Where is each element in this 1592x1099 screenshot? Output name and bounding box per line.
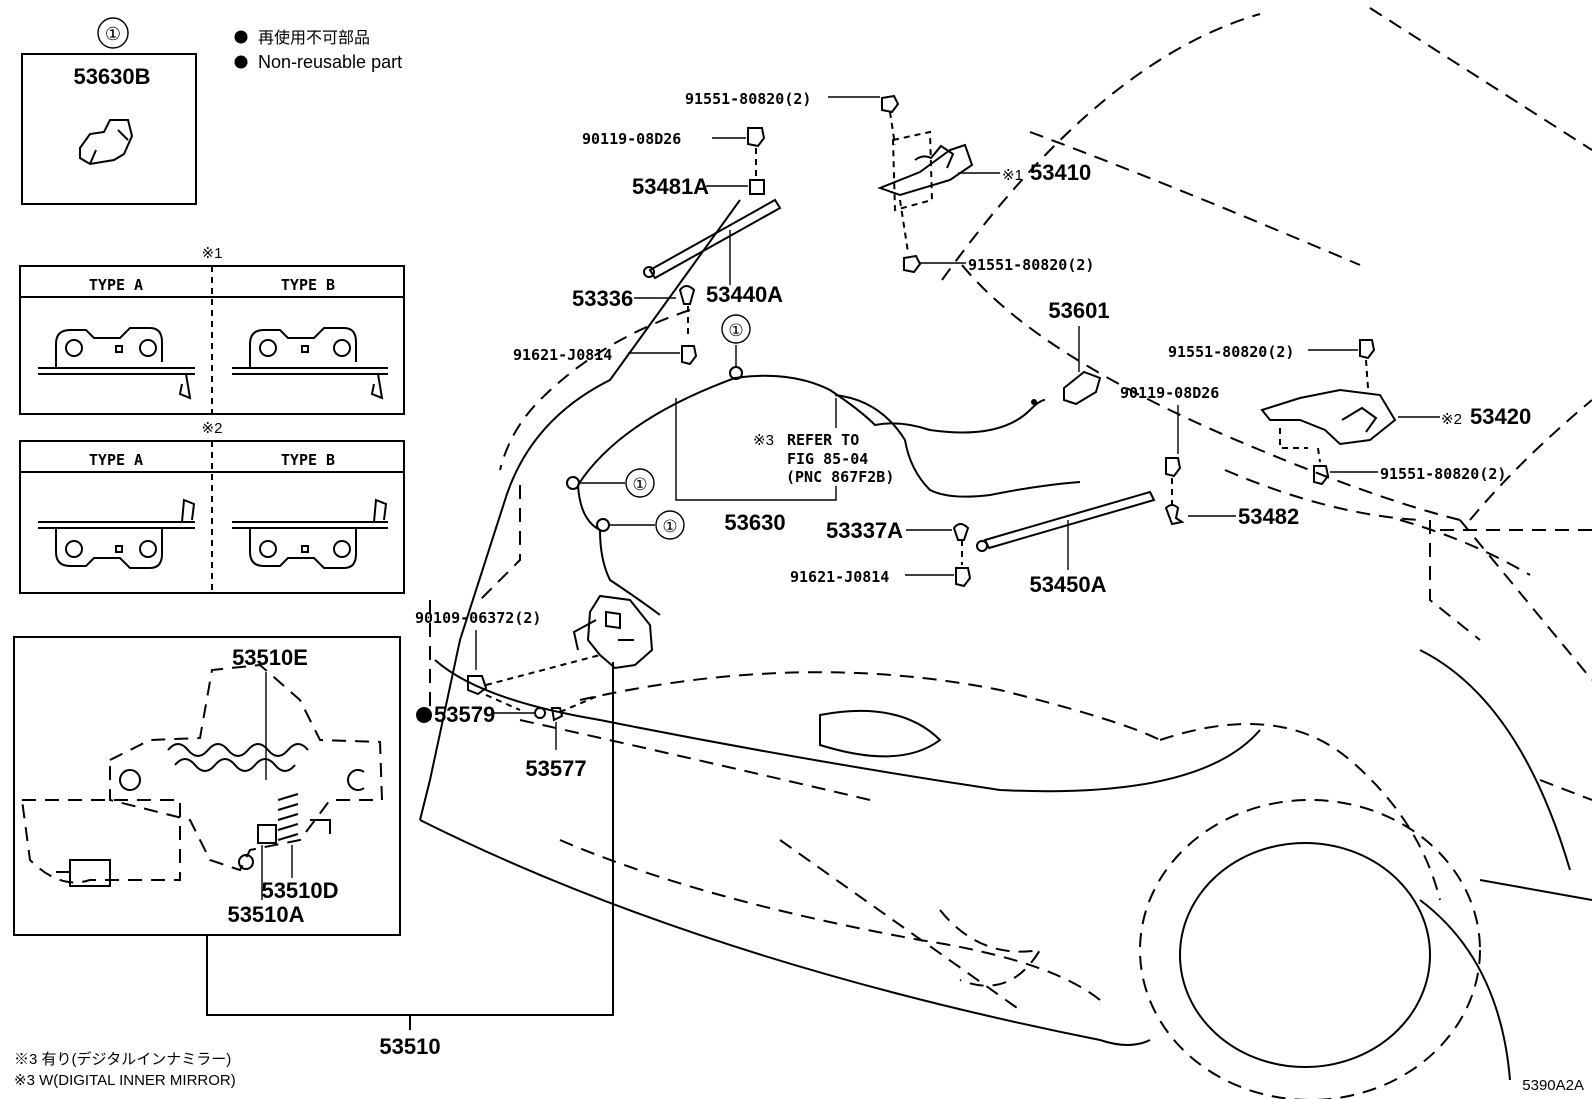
part-label-53577: 53577 [525, 756, 586, 781]
part-label-53440A: 53440A [706, 282, 783, 307]
clip-drawing [79, 119, 134, 166]
part-label-91551-80820-right-lower: 91551-80820(2) [1380, 465, 1506, 483]
part-label-53510A: 53510A [227, 902, 304, 927]
note2-type-a-label: TYPE A [89, 451, 143, 469]
footnotes: ※3 有り(デジタルインナミラー) ※3 W(DIGITAL INNER MIR… [14, 1050, 1584, 1094]
part-label-53510D: 53510D [261, 878, 338, 903]
part-label-53450A: 53450A [1029, 572, 1106, 597]
hinge-type-a-drawing [38, 327, 195, 400]
bolt-icon [747, 127, 766, 148]
right-hinge: 91551-80820(2) ※2 53420 91551-80820(2) [1168, 339, 1531, 486]
legend-non-reusable-ja: 再使用不可部品 [258, 29, 370, 47]
release-cable: ① ① ① 53630 ※3 REFER TO FIG 85-04 (PNC 8… [566, 314, 1081, 616]
bolt-icon [1165, 457, 1182, 478]
refer-line-1: REFER TO [787, 431, 859, 449]
ref-circle-symbol: ① [728, 321, 743, 340]
non-reusable-bullet-icon [234, 30, 248, 44]
part-label-53337A: 53337A [826, 518, 903, 543]
part-label-53481A: 53481A [632, 174, 709, 199]
note2-type-b-label: TYPE B [281, 451, 335, 469]
note2-mark: ※2 [202, 420, 223, 437]
bolt-icon [903, 254, 922, 274]
footnote-ja: ※3 有り(デジタルインナミラー) [14, 1050, 231, 1068]
part-label-91551-80820-left-lower: 91551-80820(2) [968, 256, 1094, 274]
car-body-outline [419, 7, 1592, 1099]
ref-circle-symbol: ① [662, 517, 677, 536]
ref-circle-icon [655, 510, 685, 540]
ref-circle-icon [625, 468, 655, 498]
part-label-90109-06372: 90109-06372(2) [415, 609, 541, 627]
footnote-en: ※3 W(DIGITAL INNER MIRROR) [14, 1072, 236, 1089]
ref-circle-icon [97, 17, 129, 49]
note1-mark: ※1 [202, 245, 223, 262]
left-hinge: 91551-80820(2) ※1 53410 91551-80820(2) [685, 90, 1094, 274]
hinge-right-mark: ※2 [1441, 411, 1462, 428]
part-label-53410: 53410 [1030, 160, 1091, 185]
hinge-type-b-drawing [232, 327, 388, 400]
ref-circle-icon [721, 314, 751, 344]
bolt-icon [955, 567, 972, 588]
lock-control: 53601 [1048, 298, 1110, 406]
part-label-90119-08D26-right: 90119-08D26 [1120, 384, 1219, 402]
refer-mark: ※3 [753, 432, 774, 449]
part-label-53630: 53630 [724, 510, 785, 535]
part-label-91551-80820-right-top: 91551-80820(2) [1168, 343, 1294, 361]
part-label-91621-J0814-right: 91621-J0814 [790, 568, 889, 586]
ref-circle-symbol: ① [105, 24, 121, 44]
note2-table: ※2 TYPE A TYPE B [19, 420, 405, 594]
right-stay: 90119-08D26 53482 53450A 53337A 91621-J0… [790, 384, 1299, 597]
part-label-53420: 53420 [1470, 404, 1531, 429]
part-label-53510: 53510 [379, 1034, 440, 1059]
hood-lock-assembly: 90109-06372(2) 53579 53577 [415, 594, 654, 781]
legend-non-reusable-en: Non-reusable part [258, 52, 402, 72]
part-label-91551-80820-top: 91551-80820(2) [685, 90, 811, 108]
part-label-53579: 53579 [434, 702, 495, 727]
hinge-type-b-drawing [232, 498, 388, 569]
legend: ① 再使用不可部品 Non-reusable part [97, 17, 402, 72]
part-label-53630B: 53630B [73, 64, 150, 89]
part-label-53336: 53336 [572, 286, 633, 311]
figure-code: 5390A2A [1522, 1077, 1584, 1094]
part-label-53601: 53601 [1048, 298, 1109, 323]
refer-line-2: FIG 85-04 [787, 450, 868, 468]
hood-lock-leader: 53510 [206, 662, 614, 1059]
part-label-91621-J0814-left: 91621-J0814 [513, 346, 612, 364]
bolt-icon [1313, 465, 1330, 486]
latch-detail-box: 53510E 53510D 53510A [13, 636, 401, 936]
ref-circle-symbol: ① [632, 475, 647, 494]
note1-type-b-label: TYPE B [281, 276, 335, 294]
left-stay: 90119-08D26 53481A 53440A 53336 91621-J0… [513, 127, 783, 366]
bolt-icon [467, 675, 488, 696]
note1-type-a-label: TYPE A [89, 276, 143, 294]
part-label-90119-08D26-top: 90119-08D26 [582, 130, 681, 148]
part-label-53482: 53482 [1238, 504, 1299, 529]
hinge-left-mark: ※1 [1002, 167, 1023, 184]
note1-table: ※1 TYPE A TYPE B [19, 245, 405, 415]
non-reusable-bullet-icon [234, 55, 248, 69]
non-reusable-bullet-icon [416, 707, 432, 723]
inset-clip-box: 53630B [21, 53, 197, 205]
bolt-icon [881, 94, 900, 114]
hinge-type-a-drawing [38, 498, 196, 569]
bolt-icon [1359, 339, 1376, 360]
refer-line-3: (PNC 867F2B) [786, 468, 894, 486]
bolt-icon [681, 345, 698, 366]
